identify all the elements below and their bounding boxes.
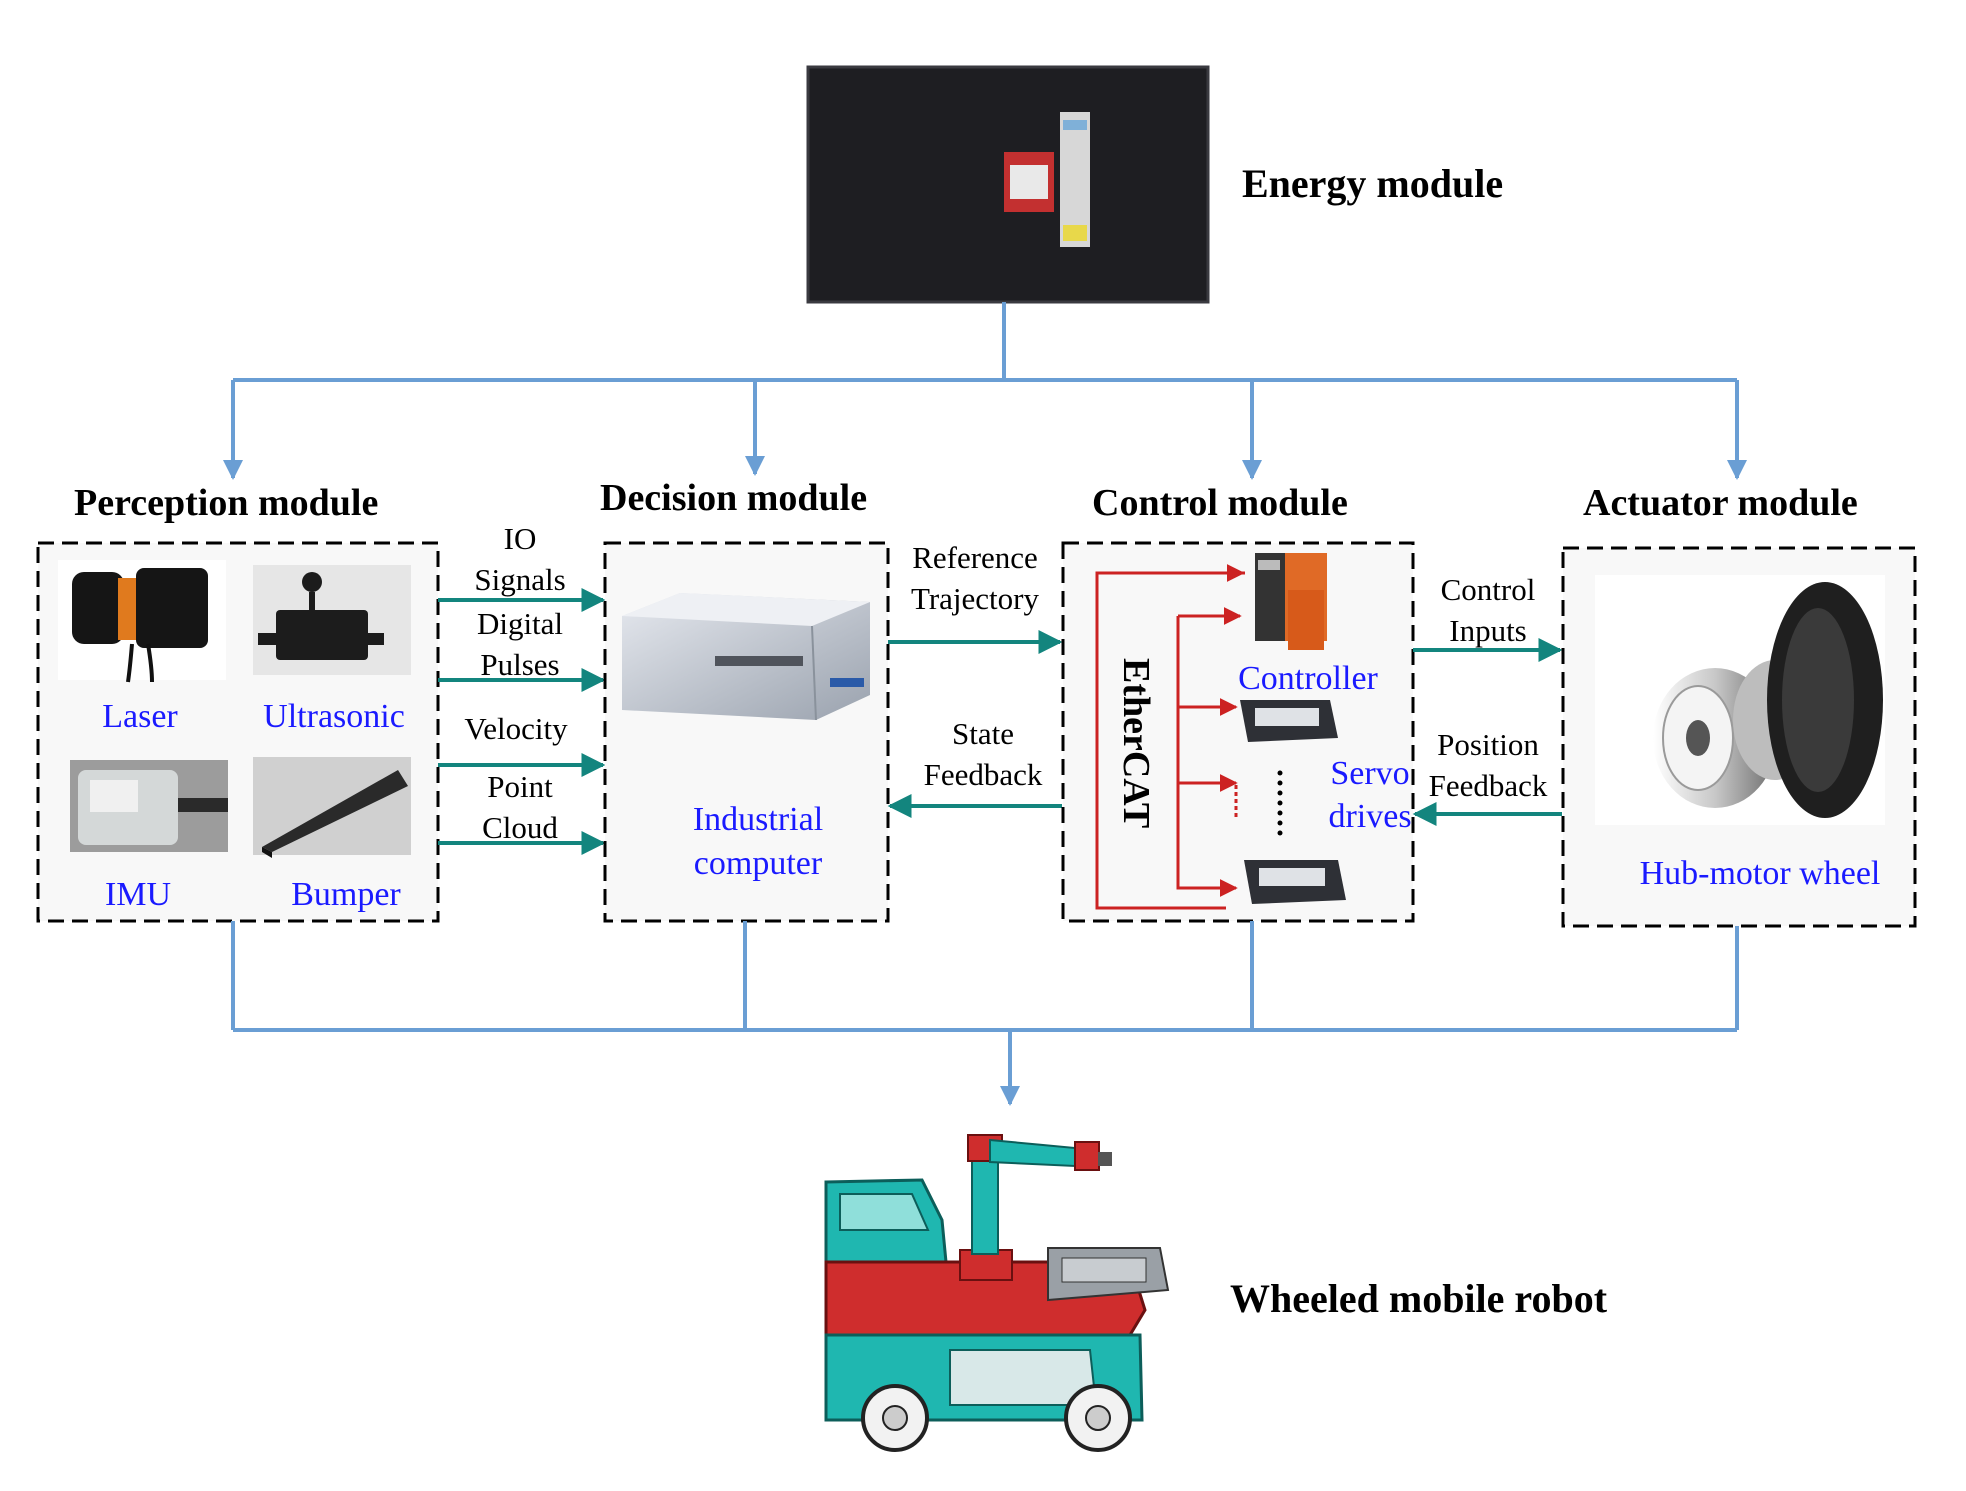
servo-drive-image-2 [1244, 860, 1346, 904]
module-merge-lines [231, 921, 1739, 1106]
point-cloud-label-2: Cloud [482, 810, 558, 845]
battery-image [806, 65, 1210, 304]
wheeled-mobile-robot: Wheeled mobile robot [824, 1134, 1608, 1452]
bumper-sensor-image [253, 757, 411, 858]
imu-label: IMU [105, 876, 171, 913]
digital-pulses-label-2: Pulses [480, 647, 559, 682]
state-label-1: State [952, 716, 1014, 751]
reference-label-2: Trajectory [911, 581, 1039, 616]
state-label-2: Feedback [924, 757, 1043, 792]
servo-label-2: drives [1328, 798, 1411, 835]
hub-motor-wheel-image [1595, 575, 1885, 825]
energy-distribution-lines [223, 302, 1747, 480]
decision-module: Decision module Industrial computer [600, 477, 890, 923]
controller-label: Controller [1238, 660, 1378, 697]
ultrasonic-sensor-image [253, 565, 411, 675]
control-actuator-flows: Control Inputs Position Feedback [1412, 572, 1563, 826]
robot-title: Wheeled mobile robot [1230, 1276, 1608, 1321]
control-inputs-label-1: Control [1441, 572, 1536, 607]
io-signals-label-2: Signals [474, 562, 565, 597]
position-label-1: Position [1437, 727, 1539, 762]
reference-label-1: Reference [912, 540, 1038, 575]
industrial-computer-image [622, 593, 870, 721]
decision-module-title: Decision module [600, 477, 867, 519]
io-signals-label-1: IO [504, 521, 537, 556]
ethercat-label: EtherCAT [1115, 658, 1157, 828]
laser-label: Laser [102, 698, 178, 735]
servo-drive-image-1 [1240, 700, 1338, 742]
actuator-module-title: Actuator module [1583, 482, 1858, 524]
energy-module: Energy module [806, 65, 1503, 304]
ultrasonic-label: Ultrasonic [263, 698, 405, 735]
perception-module: Perception module Laser Ultrasonic IMU [36, 482, 440, 923]
velocity-label: Velocity [464, 711, 568, 746]
laser-sensor-image [58, 560, 226, 683]
control-module-box [1061, 541, 1415, 923]
ethercat-bus-lines [1095, 564, 1245, 910]
control-inputs-label-2: Inputs [1449, 613, 1527, 648]
digital-pulses-label-1: Digital [477, 606, 563, 641]
perception-to-decision-flows: IO Signals Digital Pulses Velocity Point… [438, 521, 606, 855]
bumper-label: Bumper [291, 876, 401, 913]
actuator-module: Actuator module Hub-motor wheel [1561, 482, 1917, 928]
imu-sensor-image [70, 760, 228, 852]
point-cloud-label-1: Point [487, 769, 553, 804]
position-label-2: Feedback [1429, 768, 1548, 803]
hub-motor-wheel-label: Hub-motor wheel [1640, 855, 1881, 892]
energy-module-title: Energy module [1242, 161, 1503, 206]
industrial-computer-label-2: computer [694, 845, 823, 882]
control-module: Control module EtherCAT Controller [1061, 482, 1415, 923]
servo-drive-ellipsis [1277, 770, 1283, 836]
robot-image [824, 1134, 1170, 1452]
decision-control-flows: Reference Trajectory State Feedback [887, 540, 1063, 818]
perception-module-title: Perception module [74, 482, 378, 524]
controller-image [1255, 553, 1327, 650]
control-module-title: Control module [1092, 482, 1348, 524]
servo-label-1: Servo [1330, 755, 1409, 792]
industrial-computer-label-1: Industrial [693, 801, 823, 838]
